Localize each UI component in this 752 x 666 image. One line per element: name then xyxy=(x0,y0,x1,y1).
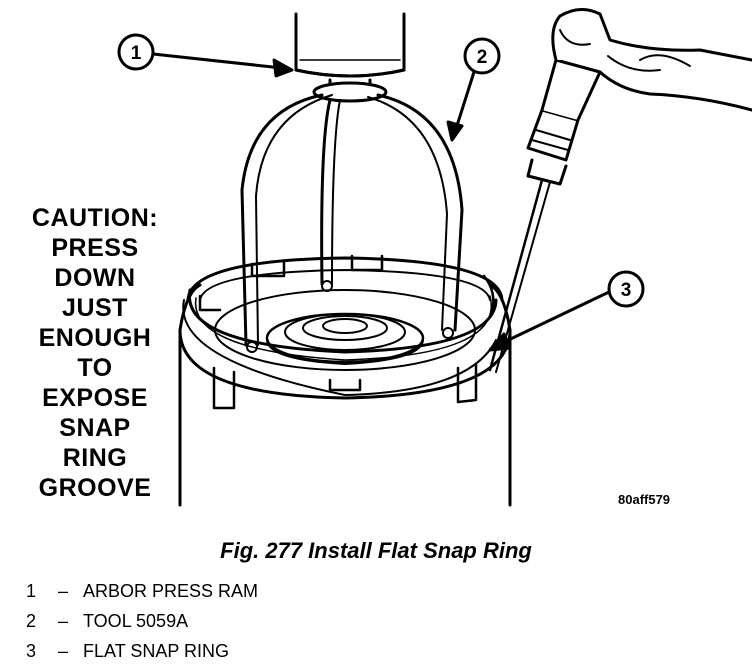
caution-line: RING xyxy=(62,444,128,472)
housing-drum xyxy=(178,254,512,507)
legend: 1– ARBOR PRESS RAM 2– TOOL 5059A 3– FLAT… xyxy=(26,576,258,666)
legend-item: 3– FLAT SNAP RING xyxy=(26,636,258,666)
caution-line: JUST xyxy=(62,294,128,322)
center-hub xyxy=(214,289,476,371)
caution-line: DOWN xyxy=(54,264,136,292)
legend-number: 1 xyxy=(26,581,37,601)
callout-3 xyxy=(488,270,645,352)
legend-label: ARBOR PRESS RAM xyxy=(83,581,259,601)
legend-dash: – xyxy=(57,611,68,631)
callout-label-2: 2 xyxy=(477,47,488,68)
screwdriver xyxy=(488,58,602,373)
flat-snap-ring xyxy=(182,274,498,396)
callout-label-1: 1 xyxy=(131,43,142,64)
callout-2 xyxy=(446,37,501,142)
callout-1 xyxy=(117,33,294,78)
callout-label-3: 3 xyxy=(621,280,632,301)
caution-line: EXPOSE xyxy=(42,384,148,412)
caution-line: TO xyxy=(77,354,113,382)
caution-line: ENOUGH xyxy=(38,324,152,352)
legend-label: FLAT SNAP RING xyxy=(83,641,230,661)
caution-line: PRESS xyxy=(51,234,139,262)
figure-id: 80aff579 xyxy=(618,492,671,507)
legend-label: TOOL 5059A xyxy=(83,611,189,631)
caution-line: CAUTION: xyxy=(31,204,159,232)
caution-note: CAUTION: PRESS DOWN JUST ENOUGH TO EXPOS… xyxy=(10,203,180,503)
legend-item: 2– TOOL 5059A xyxy=(26,606,258,636)
legend-number: 2 xyxy=(26,611,37,631)
legend-dash: – xyxy=(57,581,68,601)
legend-item: 1– ARBOR PRESS RAM xyxy=(26,576,258,606)
legend-number: 3 xyxy=(26,641,37,661)
caution-line: GROOVE xyxy=(38,474,152,502)
legend-dash: – xyxy=(57,641,68,661)
hand xyxy=(551,8,752,112)
figure-caption: Fig. 277 Install Flat Snap Ring xyxy=(220,538,532,563)
caution-line: SNAP xyxy=(59,414,131,442)
snap-ring-illustration: 1 2 3 xyxy=(117,8,752,507)
tool-5059a xyxy=(240,81,464,353)
